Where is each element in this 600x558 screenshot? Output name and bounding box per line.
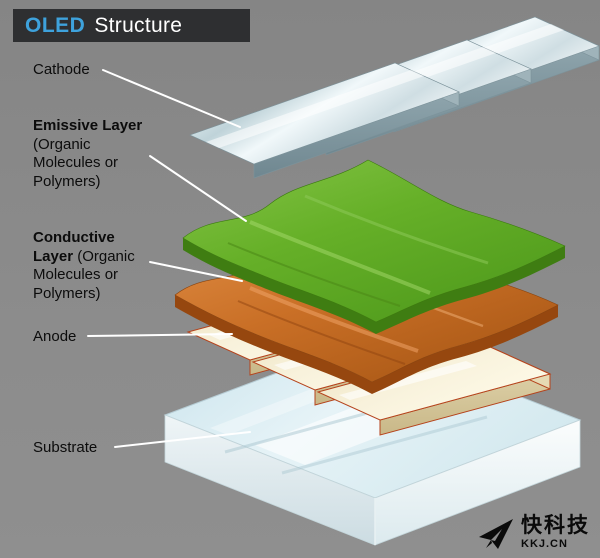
leader-line-conductive <box>149 261 243 282</box>
emissive-layer-top <box>182 159 566 323</box>
watermark-cn: 快科技 <box>521 514 590 538</box>
title-brand: OLED <box>25 13 86 37</box>
leader-lines <box>87 69 251 448</box>
label-emissive-rest: (Organic Molecules or Polymers) <box>33 135 119 190</box>
cathode-bar-sheen <box>206 70 424 148</box>
title-text: Structure <box>94 13 183 37</box>
emissive-shadow-1 <box>227 242 401 307</box>
leader-line-cathode <box>102 69 241 128</box>
leader-line-anode <box>87 333 233 337</box>
substrate-groove-2 <box>281 415 488 475</box>
watermark: 快科技 KKJ.CN <box>478 515 590 551</box>
conductive-shadow-1 <box>237 300 406 365</box>
leader-line-emissive <box>149 155 247 222</box>
paper-plane-icon <box>479 519 513 550</box>
label-emissive-bold: Emissive Layer <box>33 117 143 134</box>
label-conductive-layer: Conductive Layer (Organic Molecules or P… <box>33 229 157 303</box>
label-conductive-rest: (Organic Molecules or Polymers) <box>33 247 135 302</box>
label-emissive-layer: Emissive Layer (Organic Molecules or Pol… <box>33 117 157 191</box>
watermark-site: KKJ.CN <box>521 538 568 551</box>
cathode-bar-1 <box>189 62 460 179</box>
label-conductive-bold: Conductive Layer <box>33 229 115 265</box>
label-anode: Anode <box>33 328 77 345</box>
label-cathode: Cathode <box>33 61 90 78</box>
emissive-highlight-2 <box>304 194 489 265</box>
leader-line-substrate <box>114 431 251 448</box>
conductive-highlight-1 <box>249 286 419 353</box>
title-bar: OLED Structure <box>13 9 250 42</box>
label-substrate: Substrate <box>33 439 98 456</box>
emissive-highlight-1 <box>249 220 431 295</box>
emissive-layer-sheet <box>182 159 566 334</box>
cathode-bars <box>189 16 600 179</box>
watermark-text: 快科技 KKJ.CN <box>521 515 590 551</box>
cathode-bar-top-face <box>189 62 460 165</box>
emissive-layer-thickness <box>183 238 565 334</box>
conductive-layer-thickness <box>175 295 558 394</box>
